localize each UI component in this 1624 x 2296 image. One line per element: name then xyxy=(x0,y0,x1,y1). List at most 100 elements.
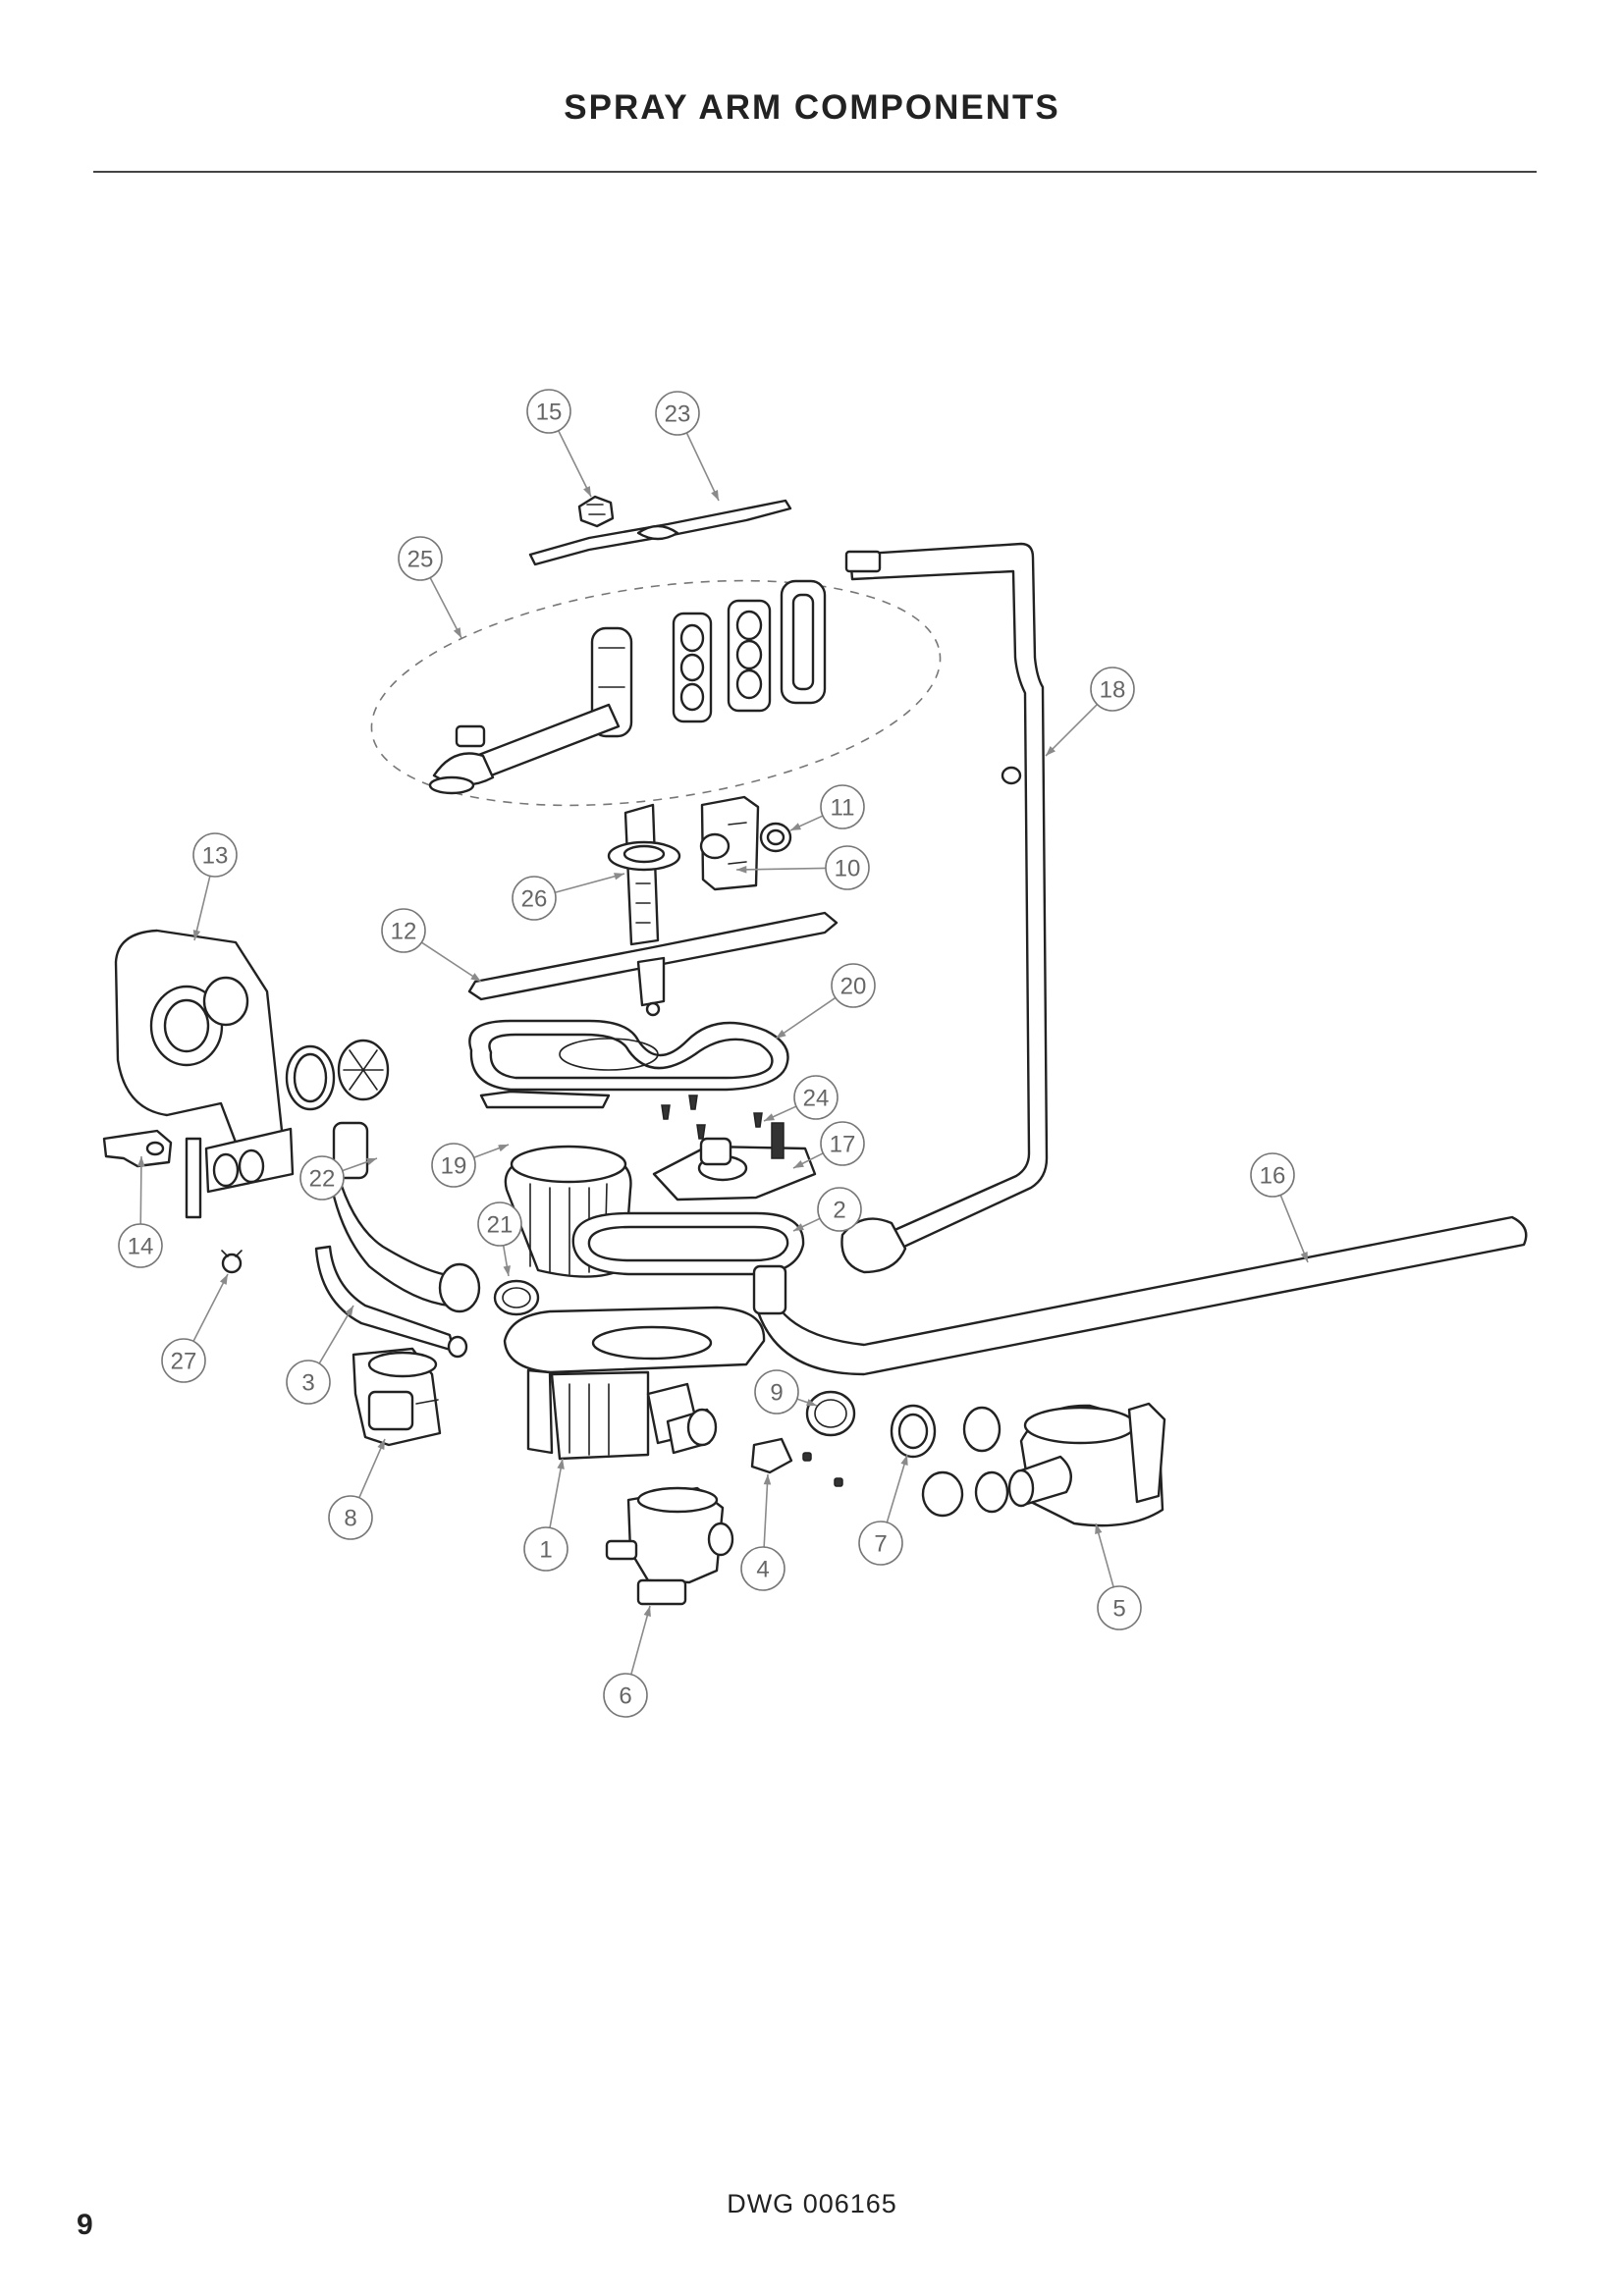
leader-arrow-21 xyxy=(503,1265,511,1276)
callout-circle-15 xyxy=(526,389,571,434)
callout-circle-6 xyxy=(603,1673,648,1718)
callout-number-17: 17 xyxy=(830,1132,856,1158)
leader-line-26 xyxy=(555,873,625,894)
callout-number-13: 13 xyxy=(202,843,229,870)
callout-circle-9 xyxy=(754,1369,799,1415)
leader-arrow-17 xyxy=(793,1160,804,1168)
leader-arrow-8 xyxy=(377,1439,385,1450)
part-10-bracket xyxy=(699,795,760,891)
callout-13: 13 xyxy=(192,832,238,878)
callout-circle-24 xyxy=(793,1075,839,1120)
callout-24: 24 xyxy=(793,1075,839,1120)
leader-line-14 xyxy=(139,1155,142,1225)
callout-27: 27 xyxy=(161,1338,206,1383)
leader-arrow-22 xyxy=(366,1157,377,1166)
part-12-lower-spray-arm xyxy=(467,911,839,1017)
part-3-hose xyxy=(314,1245,468,1359)
callout-number-20: 20 xyxy=(840,974,867,1000)
callout-circle-27 xyxy=(161,1338,206,1383)
callout-circle-3 xyxy=(286,1360,331,1405)
callout-2: 2 xyxy=(817,1187,862,1232)
callout-circle-25 xyxy=(398,536,443,581)
part-27-spring-clip xyxy=(221,1250,243,1274)
part-21-clamp xyxy=(493,1279,540,1316)
callout-circle-20 xyxy=(831,963,876,1008)
callout-19: 19 xyxy=(431,1143,476,1188)
leader-arrow-26 xyxy=(614,873,624,881)
callout-circle-2 xyxy=(817,1187,862,1232)
callout-circle-14 xyxy=(118,1223,163,1268)
callout-6: 6 xyxy=(603,1673,648,1718)
callout-number-27: 27 xyxy=(171,1349,197,1375)
callout-number-16: 16 xyxy=(1260,1163,1286,1190)
part-22-hose xyxy=(328,1121,481,1313)
leader-arrow-11 xyxy=(790,823,801,830)
callout-number-14: 14 xyxy=(128,1234,154,1260)
part-6-heater-block xyxy=(605,1486,734,1606)
leader-arrow-12 xyxy=(470,973,481,982)
part-26-arm-holder xyxy=(607,803,681,946)
callout-25: 25 xyxy=(398,536,443,581)
callout-4: 4 xyxy=(740,1546,785,1591)
callout-number-1: 1 xyxy=(539,1537,552,1564)
leader-arrow-6 xyxy=(643,1606,651,1617)
part-5-circulation-pump xyxy=(1007,1402,1166,1527)
callout-23: 23 xyxy=(655,391,700,436)
callout-number-24: 24 xyxy=(803,1086,830,1112)
leader-line-12 xyxy=(420,941,482,983)
leader-line-5 xyxy=(1095,1522,1114,1588)
part-9-clamp xyxy=(805,1390,856,1437)
callout-circle-10 xyxy=(825,845,870,890)
callout-circle-11 xyxy=(820,784,865,829)
callout-26: 26 xyxy=(512,876,557,921)
callout-number-19: 19 xyxy=(441,1153,467,1180)
callout-21: 21 xyxy=(477,1201,522,1247)
callout-number-25: 25 xyxy=(407,547,434,573)
leader-line-23 xyxy=(685,432,720,502)
callout-number-2: 2 xyxy=(833,1198,845,1224)
callout-5: 5 xyxy=(1097,1585,1142,1630)
callout-circle-17 xyxy=(820,1121,865,1166)
callout-number-18: 18 xyxy=(1100,677,1126,704)
callout-17: 17 xyxy=(820,1121,865,1166)
callout-8: 8 xyxy=(328,1495,373,1540)
leader-arrow-18 xyxy=(1046,746,1056,756)
leader-lines xyxy=(137,430,1309,1675)
leader-line-1 xyxy=(549,1458,564,1528)
callout-1: 1 xyxy=(523,1526,568,1572)
callout-10: 10 xyxy=(825,845,870,890)
callout-number-11: 11 xyxy=(831,795,855,822)
leader-arrow-5 xyxy=(1095,1523,1103,1534)
callout-16: 16 xyxy=(1250,1152,1295,1198)
leader-arrow-1 xyxy=(557,1459,565,1469)
leader-arrow-7 xyxy=(900,1455,908,1466)
leader-arrow-16 xyxy=(1300,1252,1308,1262)
callout-number-21: 21 xyxy=(487,1212,514,1239)
part-2-gasket xyxy=(571,1211,805,1276)
callout-circle-1 xyxy=(523,1526,568,1572)
callout-circle-23 xyxy=(655,391,700,436)
leader-arrow-13 xyxy=(192,930,201,940)
callout-circle-18 xyxy=(1090,667,1135,712)
callout-3: 3 xyxy=(286,1360,331,1405)
leader-arrow-15 xyxy=(583,486,591,497)
leader-line-25 xyxy=(429,577,462,639)
callout-circle-13 xyxy=(192,832,238,878)
callout-number-10: 10 xyxy=(835,856,861,882)
callout-circle-4 xyxy=(740,1546,785,1591)
callout-7: 7 xyxy=(858,1521,903,1566)
callout-14: 14 xyxy=(118,1223,163,1268)
leader-line-27 xyxy=(192,1273,229,1342)
callout-number-22: 22 xyxy=(309,1166,336,1193)
leader-arrow-25 xyxy=(453,627,461,638)
part-20-seal xyxy=(468,1019,789,1092)
part-16-hose xyxy=(752,1215,1528,1376)
leader-line-20 xyxy=(775,996,837,1040)
leader-arrow-23 xyxy=(711,490,719,501)
callout-number-12: 12 xyxy=(391,919,417,945)
part-18-conduit-pipe xyxy=(840,542,1049,1274)
leader-arrow-14 xyxy=(137,1156,145,1167)
callout-15: 15 xyxy=(526,389,571,434)
